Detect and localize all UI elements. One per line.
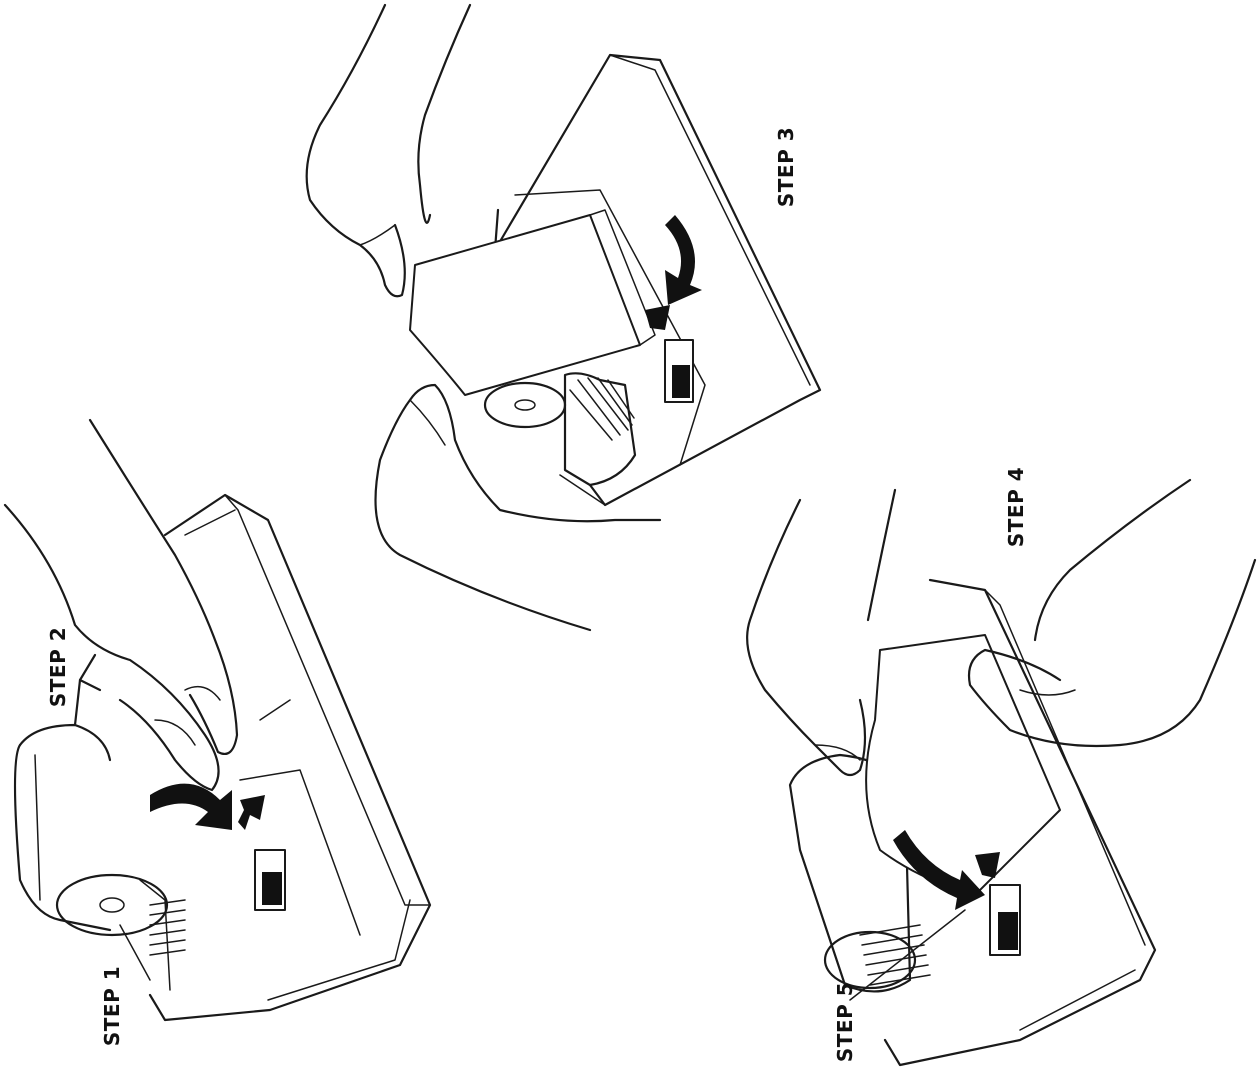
- step-1-label: STEP 1: [100, 966, 124, 1046]
- step-5-label: STEP 5: [833, 982, 857, 1062]
- printer-body-left: [150, 495, 430, 1020]
- switch-knob-middle: [672, 365, 690, 398]
- switch-knob-left: [262, 872, 282, 905]
- panel-steps-1-2: [5, 420, 430, 1020]
- insert-arrow-middle: [665, 215, 702, 305]
- paper-slot-marker-left: [238, 795, 265, 830]
- insert-arrow-left: [150, 784, 232, 830]
- hand-top-middle: [307, 5, 470, 296]
- panel-steps-4-5: [747, 480, 1255, 1065]
- step-4-label: STEP 4: [1004, 467, 1028, 547]
- panel-step-3: [307, 5, 820, 630]
- paper-slot-marker-middle: [645, 305, 670, 330]
- hand-left: [5, 420, 237, 790]
- step-2-label: STEP 2: [46, 627, 70, 707]
- paper-roll-left: [15, 655, 185, 990]
- paper-sheet-right: [866, 635, 1060, 895]
- paper-sheet-middle: [410, 215, 640, 395]
- step-3-label: STEP 3: [774, 127, 798, 207]
- hand-bottom-middle: [376, 385, 661, 630]
- switch-knob-right: [998, 912, 1018, 950]
- paper-roll-middle: [485, 373, 635, 485]
